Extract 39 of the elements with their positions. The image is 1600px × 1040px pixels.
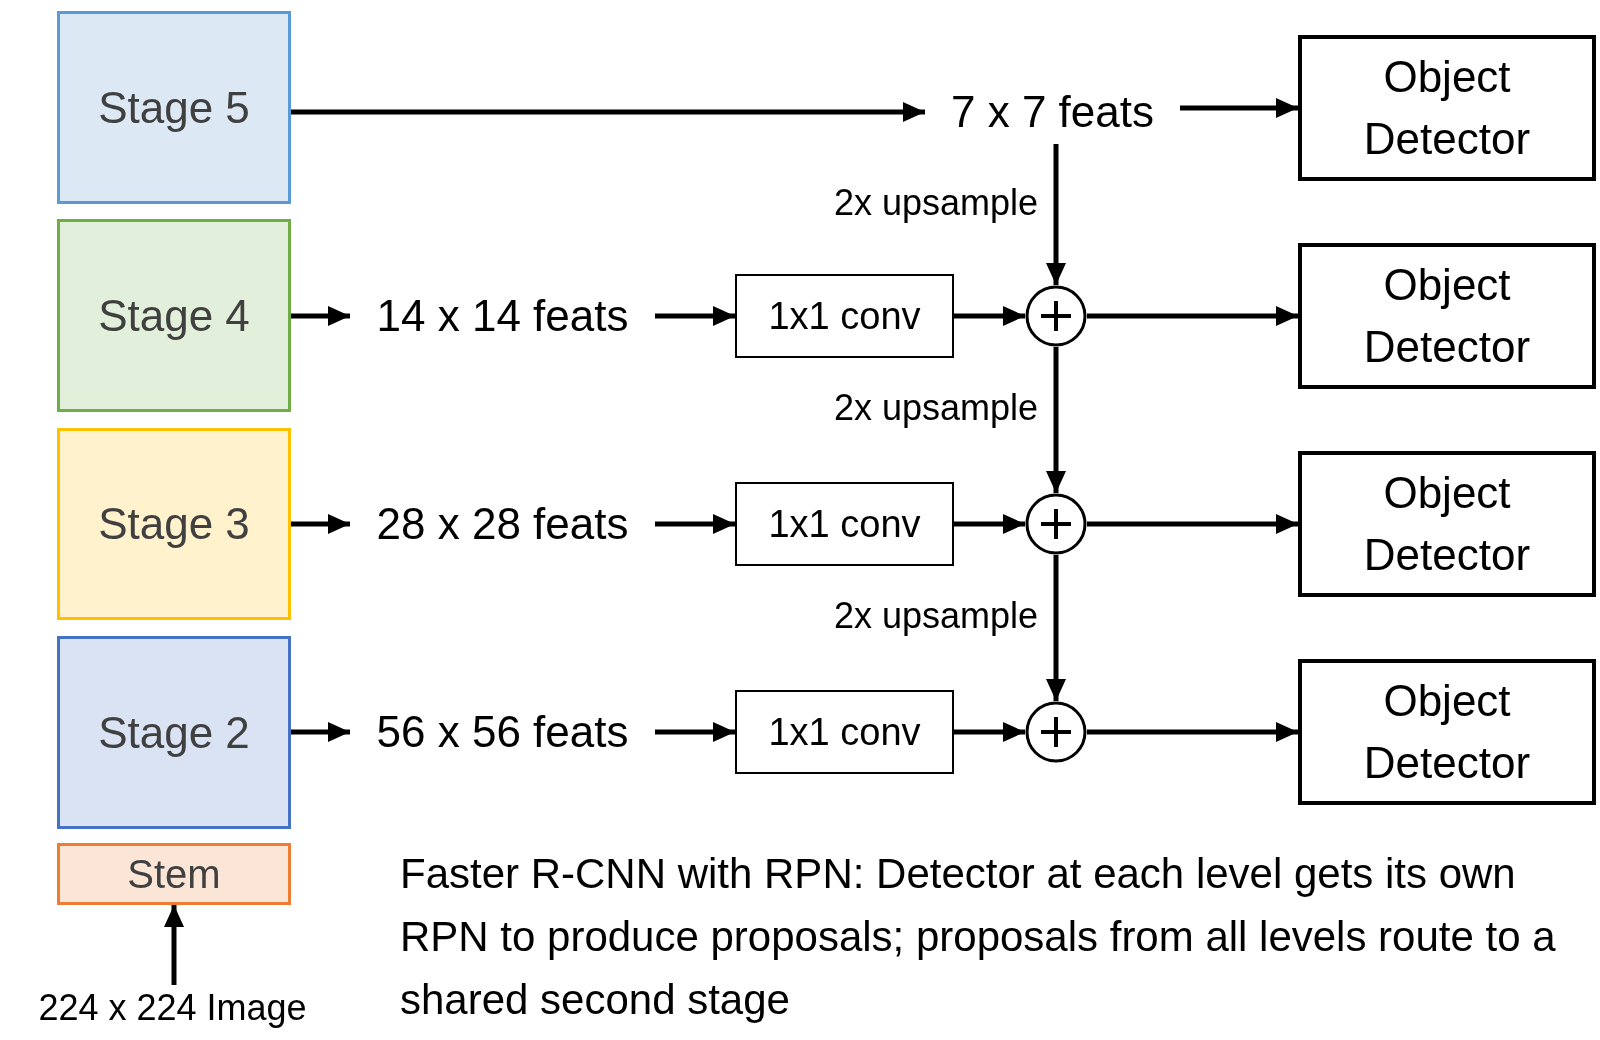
arrow [1180, 98, 1298, 118]
conv-box: 1x1 conv [735, 690, 954, 774]
conv-box: 1x1 conv [735, 482, 954, 566]
arrow [954, 514, 1025, 534]
sum-circle [1025, 701, 1087, 763]
arrow [1046, 144, 1066, 285]
feature-label: 56 x 56 feats [350, 700, 655, 764]
stage-box: Stage 3 [57, 428, 291, 620]
arrow [291, 722, 350, 742]
arrow [291, 306, 350, 326]
stage-box: Stage 5 [57, 11, 291, 204]
sum-circle [1025, 285, 1087, 347]
arrow [1087, 514, 1298, 534]
stage-box: Stem [57, 843, 291, 905]
input-label: 224 x 224 Image [0, 985, 345, 1031]
feature-label: 14 x 14 feats [350, 284, 655, 348]
arrow [291, 514, 350, 534]
stage-box: Stage 4 [57, 219, 291, 412]
stage-box: Stage 2 [57, 636, 291, 829]
feature-label: 7 x 7 feats [925, 80, 1180, 144]
arrow [1046, 347, 1066, 493]
arrow [954, 722, 1025, 742]
detector-box: Object Detector [1298, 35, 1596, 181]
arrow [655, 514, 735, 534]
detector-box: Object Detector [1298, 451, 1596, 597]
arrow [1087, 306, 1298, 326]
conv-box: 1x1 conv [735, 274, 954, 358]
feature-label: 28 x 28 feats [350, 492, 655, 556]
detector-box: Object Detector [1298, 659, 1596, 805]
arrow [954, 306, 1025, 326]
detector-box: Object Detector [1298, 243, 1596, 389]
sum-circle [1025, 493, 1087, 555]
arrow [1046, 555, 1066, 701]
arrow [164, 905, 184, 985]
caption: Faster R-CNN with RPN: Detector at each level gets its own RPN to produce proposals; proposals from all levels route to a shared second stage [400, 849, 1557, 1025]
arrow [655, 306, 735, 326]
arrow [1087, 722, 1298, 742]
arrow [655, 722, 735, 742]
arrow [291, 102, 925, 122]
